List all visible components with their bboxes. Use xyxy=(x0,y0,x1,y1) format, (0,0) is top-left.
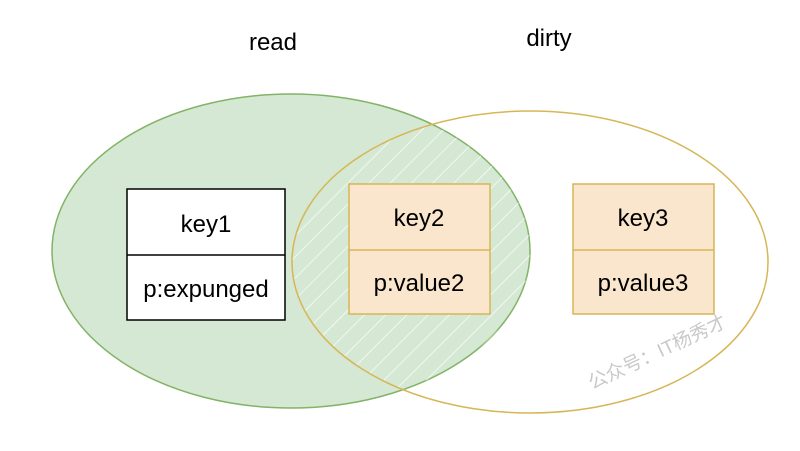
entry-key1-value: p:expunged xyxy=(143,276,268,303)
entry-key3-value: p:value3 xyxy=(598,270,689,297)
entry-key2: key2 p:value2 xyxy=(348,183,491,315)
entry-key2-box xyxy=(348,183,491,315)
read-set-label: read xyxy=(249,29,297,56)
entry-key2-value: p:value2 xyxy=(374,270,465,297)
dirty-set-label: dirty xyxy=(526,25,571,52)
watermark-text: 公众号：IT杨秀才 xyxy=(585,311,730,394)
dirty-set-ellipse xyxy=(291,110,769,414)
entry-key1-key: key1 xyxy=(181,211,232,238)
entry-key2-key: key2 xyxy=(394,205,445,232)
entry-key3-key: key3 xyxy=(618,205,669,232)
entry-key3-box xyxy=(572,183,715,315)
entry-key1: key1 p:expunged xyxy=(126,188,286,321)
entry-key3: key3 p:value3 xyxy=(572,183,715,315)
